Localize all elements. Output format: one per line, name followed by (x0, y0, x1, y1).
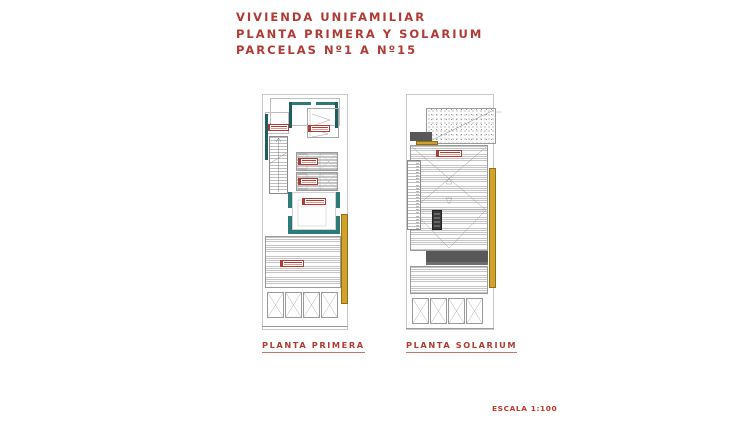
title-block: VIVIENDA UNIFAMILIAR PLANTA PRIMERA Y SO… (236, 9, 536, 59)
room-tag-bar (281, 261, 284, 266)
plot-boundary-first (262, 94, 348, 330)
title-line-1: VIVIENDA UNIFAMILIAR (236, 10, 427, 24)
title-line-2: PLANTA PRIMERA Y SOLARIUM (236, 26, 484, 41)
slab-band-lower-edge (426, 262, 488, 265)
room-tag-bar (437, 151, 440, 156)
roof-hatch-box (432, 210, 442, 230)
railing-panel-2 (285, 292, 302, 318)
wall-top-vert-right (334, 102, 338, 128)
room-tag-bar (303, 199, 306, 204)
stair-riser-ticks (416, 160, 419, 230)
planta-primera-drawing (258, 92, 354, 332)
room-tag-bar (299, 159, 302, 164)
wall-top-right (316, 102, 338, 106)
room-tag-text (439, 151, 461, 156)
door-opening-right (336, 208, 340, 216)
staircase-direction-arrow (268, 137, 289, 192)
planta-solarium-drawing (404, 92, 504, 332)
railing-panel-1 (267, 292, 284, 318)
wall-left-vert (265, 114, 269, 160)
bottom-boundary-first (262, 326, 348, 327)
room-tag-text (270, 125, 288, 130)
bottom-boundary-solarium (406, 328, 494, 329)
room-tag-bathroom-a (298, 158, 318, 165)
bedroom-upper-first (307, 108, 339, 138)
slab-cap-top (410, 132, 432, 141)
room-tag-terrace (280, 260, 304, 267)
lower-terrace-solarium (410, 266, 488, 294)
room-tag-text (311, 126, 329, 131)
roof-hatch-detail (434, 213, 440, 227)
caption-planta-primera: PLANTA PRIMERA (262, 340, 365, 353)
room-tag-text (301, 159, 317, 163)
bathroom-a-fixtures (297, 153, 338, 170)
room-tag-text (301, 179, 317, 183)
balcony-band-solarium (489, 168, 496, 288)
railing-panel-3 (303, 292, 320, 318)
room-tag-bar (309, 126, 312, 131)
room-tag-bedroom-lower (302, 198, 326, 205)
railing-panel-3 (448, 298, 465, 324)
door-opening-left (288, 208, 292, 216)
room-tag-bedroom-upper (308, 125, 330, 132)
scale-note: ESCALA 1:100 (492, 404, 558, 413)
caption-planta-solarium: PLANTA SOLARIUM (406, 340, 518, 353)
ochre-strip-top (416, 141, 438, 145)
railing-panel-4 (466, 298, 483, 324)
room-tag-solarium (436, 150, 462, 157)
railing-panel-1 (412, 298, 429, 324)
room-tag-bar (268, 125, 271, 130)
balcony-band-first (341, 214, 348, 304)
railing-panel-4 (321, 292, 338, 318)
room-tag-bar (299, 179, 302, 184)
title-line-3: PARCELAS Nº1 A Nº15 (236, 43, 418, 57)
slab-band-lower (426, 251, 488, 262)
wall-top-vert-left (289, 102, 293, 128)
room-tag-text (305, 199, 325, 204)
wall-lower-bottom (288, 230, 340, 234)
room-tag-bathroom-b (298, 178, 318, 185)
room-tag-text (283, 261, 303, 266)
wall-top-left (289, 102, 311, 106)
railing-panel-2 (430, 298, 447, 324)
